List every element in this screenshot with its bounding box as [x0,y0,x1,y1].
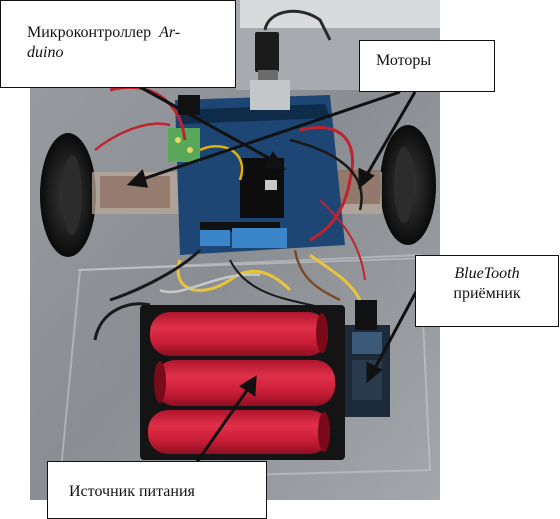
arrow-power [195,385,252,463]
arrow-arduino [139,85,277,164]
label-arduino-text: Микроконтроллер [27,24,152,41]
arrow-motor-right [363,91,417,179]
bluetooth-connector [355,300,377,330]
arrow-motor-left [139,90,401,182]
label-arduino-italic-2: duino [27,44,64,61]
label-motors: Моторы [359,40,495,92]
arrow-bluetooth [371,289,419,373]
label-motors-text: Моторы [376,52,432,69]
label-power: Источник питания [47,461,267,519]
chassis-outline [58,253,432,482]
usb-cable-plug [255,32,279,72]
label-power-text: Источник питания [69,483,195,500]
annotation-arrows [126,85,419,463]
battery-bottom [148,410,330,454]
battery-top [150,312,328,356]
label-arduino: Микроконтроллер Ar- duino [0,0,236,88]
label-bluetooth-italic: BlueTooth [454,265,520,282]
label-bluetooth: BlueTooth приёмник [415,255,559,327]
usb-port [250,80,290,110]
label-arduino-italic-1: Ar- [159,24,181,41]
label-bluetooth-text: приёмник [453,285,521,302]
blue-header [232,228,287,248]
